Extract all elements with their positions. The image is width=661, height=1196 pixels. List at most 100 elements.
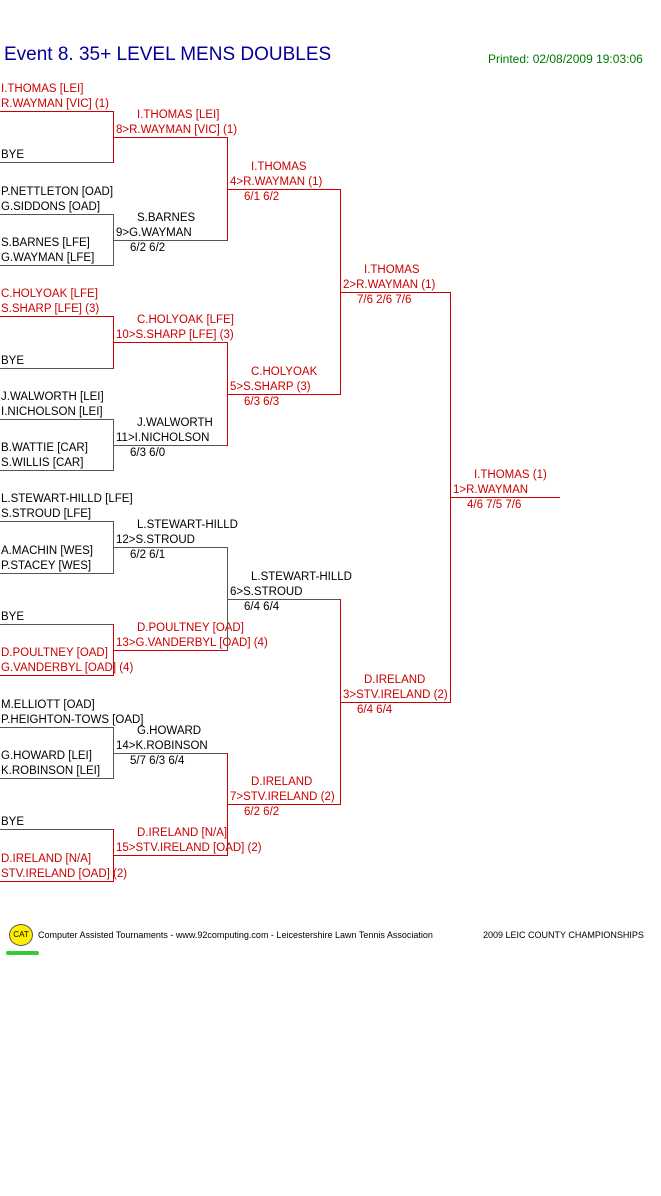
round1-entry: P.STACEY [WES] bbox=[1, 560, 92, 572]
bracket-line bbox=[113, 445, 228, 446]
round2-entry: D.POULTNEY [OAD] bbox=[137, 622, 244, 634]
round1-entry: P.NETTLETON [OAD] bbox=[1, 186, 114, 198]
cat-logo-icon: CAT bbox=[9, 924, 33, 946]
round1-entry: G.HOWARD [LEI] bbox=[1, 750, 92, 762]
round2-entry: 12>S.STROUD bbox=[116, 534, 195, 546]
logo-underline bbox=[6, 951, 39, 955]
event-title: Event 8. 35+ LEVEL MENS DOUBLES bbox=[4, 44, 332, 65]
round1-entry: K.ROBINSON [LEI] bbox=[1, 765, 101, 777]
round1-entry: BYE bbox=[1, 611, 25, 623]
round1-entry: S.SHARP [LFE] (3) bbox=[1, 303, 100, 315]
round4-entry: I.THOMAS bbox=[364, 264, 420, 276]
round4-score: 7/6 2/6 7/6 bbox=[357, 294, 412, 306]
round1-entry: P.HEIGHTON-TOWS [OAD] bbox=[1, 714, 144, 726]
bracket-line bbox=[113, 342, 228, 343]
final-entry: 1>R.WAYMAN bbox=[453, 484, 529, 496]
round1-entry: STV.IRELAND [OAD] (2) bbox=[1, 868, 128, 880]
bracket-line bbox=[0, 419, 113, 420]
bracket-line bbox=[0, 470, 113, 471]
round2-entry: 14>K.ROBINSON bbox=[116, 740, 208, 752]
round1-entry: D.POULTNEY [OAD] bbox=[1, 647, 108, 659]
round2-score: 6/3 6/0 bbox=[130, 447, 166, 459]
footer-event-name: 2009 LEIC COUNTY CHAMPIONSHIPS bbox=[483, 930, 644, 940]
round1-entry: G.VANDERBYL [OAD] (4) bbox=[1, 662, 134, 674]
printed-timestamp: Printed: 02/08/2009 19:03:06 bbox=[488, 52, 643, 66]
round1-entry: I.THOMAS [LEI] bbox=[1, 83, 84, 95]
round3-entry: C.HOLYOAK bbox=[251, 366, 318, 378]
round3-score: 6/4 6/4 bbox=[244, 601, 280, 613]
bracket-line bbox=[113, 137, 228, 138]
round2-entry: J.WALWORTH bbox=[137, 417, 213, 429]
round1-entry: L.STEWART-HILLD [LFE] bbox=[1, 493, 133, 505]
bracket-line bbox=[113, 240, 228, 241]
round3-entry: D.IRELAND bbox=[251, 776, 313, 788]
bracket-line bbox=[113, 753, 228, 754]
round2-entry: C.HOLYOAK [LFE] bbox=[137, 314, 234, 326]
round2-entry: L.STEWART-HILLD bbox=[137, 519, 238, 531]
round3-entry: L.STEWART-HILLD bbox=[251, 571, 352, 583]
bracket-line bbox=[0, 778, 113, 779]
round1-entry: I.NICHOLSON [LEI] bbox=[1, 406, 103, 418]
round2-entry: 13>G.VANDERBYL [OAD] (4) bbox=[116, 637, 268, 649]
round1-entry: BYE bbox=[1, 816, 25, 828]
bracket-line bbox=[113, 650, 228, 651]
bracket-line bbox=[0, 573, 113, 574]
bracket-line bbox=[0, 368, 113, 369]
round2-entry: 15>STV.IRELAND [OAD] (2) bbox=[116, 842, 262, 854]
round2-entry: G.HOWARD bbox=[137, 725, 202, 737]
final-score: 4/6 7/5 7/6 bbox=[467, 499, 522, 511]
round2-entry: 8>R.WAYMAN [VIC] (1) bbox=[116, 124, 238, 136]
round1-entry: S.WILLIS [CAR] bbox=[1, 457, 84, 469]
round2-entry: S.BARNES bbox=[137, 212, 196, 224]
round3-entry: 4>R.WAYMAN (1) bbox=[230, 176, 323, 188]
bracket-line bbox=[0, 162, 113, 163]
round2-entry: D.IRELAND [N/A] bbox=[137, 827, 228, 839]
bracket-line bbox=[0, 265, 113, 266]
bracket-line bbox=[0, 316, 113, 317]
bracket-line bbox=[227, 189, 341, 190]
round3-entry: 5>S.SHARP (3) bbox=[230, 381, 311, 393]
round4-entry: 3>STV.IRELAND (2) bbox=[343, 689, 448, 701]
round2-entry: I.THOMAS [LEI] bbox=[137, 109, 220, 121]
round2-score: 6/2 6/2 bbox=[130, 242, 166, 254]
bracket-line bbox=[0, 214, 113, 215]
footer-credit: Computer Assisted Tournaments - www.92co… bbox=[38, 930, 433, 940]
bracket-line bbox=[227, 804, 341, 805]
bracket-line bbox=[113, 547, 228, 548]
bracket-line bbox=[0, 727, 113, 728]
bracket-line bbox=[340, 292, 451, 293]
round1-entry: C.HOLYOAK [LFE] bbox=[1, 288, 98, 300]
round4-score: 6/4 6/4 bbox=[357, 704, 393, 716]
round2-entry: 11>I.NICHOLSON bbox=[116, 432, 210, 444]
round1-entry: J.WALWORTH [LEI] bbox=[1, 391, 104, 403]
round2-entry: 10>S.SHARP [LFE] (3) bbox=[116, 329, 234, 341]
round3-score: 6/1 6/2 bbox=[244, 191, 280, 203]
round3-score: 6/2 6/2 bbox=[244, 806, 280, 818]
bracket-line bbox=[0, 624, 113, 625]
bracket-line bbox=[227, 599, 341, 600]
round1-entry: BYE bbox=[1, 149, 25, 161]
bracket-line bbox=[340, 702, 451, 703]
bracket-line bbox=[0, 111, 113, 112]
round1-entry: A.MACHIN [WES] bbox=[1, 545, 94, 557]
round1-entry: S.STROUD [LFE] bbox=[1, 508, 92, 520]
round1-entry: S.BARNES [LFE] bbox=[1, 237, 90, 249]
round2-score: 6/2 6/1 bbox=[130, 549, 166, 561]
round3-entry: 7>STV.IRELAND (2) bbox=[230, 791, 335, 803]
bracket-line bbox=[0, 881, 113, 882]
round3-score: 6/3 6/3 bbox=[244, 396, 280, 408]
bracket-line bbox=[0, 675, 113, 676]
round2-score: 5/7 6/3 6/4 bbox=[130, 755, 185, 767]
round1-entry: D.IRELAND [N/A] bbox=[1, 853, 92, 865]
bracket-line bbox=[0, 521, 113, 522]
round1-entry: BYE bbox=[1, 355, 25, 367]
round1-entry: M.ELLIOTT [OAD] bbox=[1, 699, 95, 711]
round1-entry: G.WAYMAN [LFE] bbox=[1, 252, 95, 264]
round3-entry: 6>S.STROUD bbox=[230, 586, 303, 598]
round1-entry: G.SIDDONS [OAD] bbox=[1, 201, 101, 213]
bracket-line bbox=[450, 497, 560, 498]
bracket-line bbox=[227, 394, 341, 395]
round1-entry: B.WATTIE [CAR] bbox=[1, 442, 88, 454]
round3-entry: I.THOMAS bbox=[251, 161, 307, 173]
bracket-line bbox=[0, 829, 113, 830]
